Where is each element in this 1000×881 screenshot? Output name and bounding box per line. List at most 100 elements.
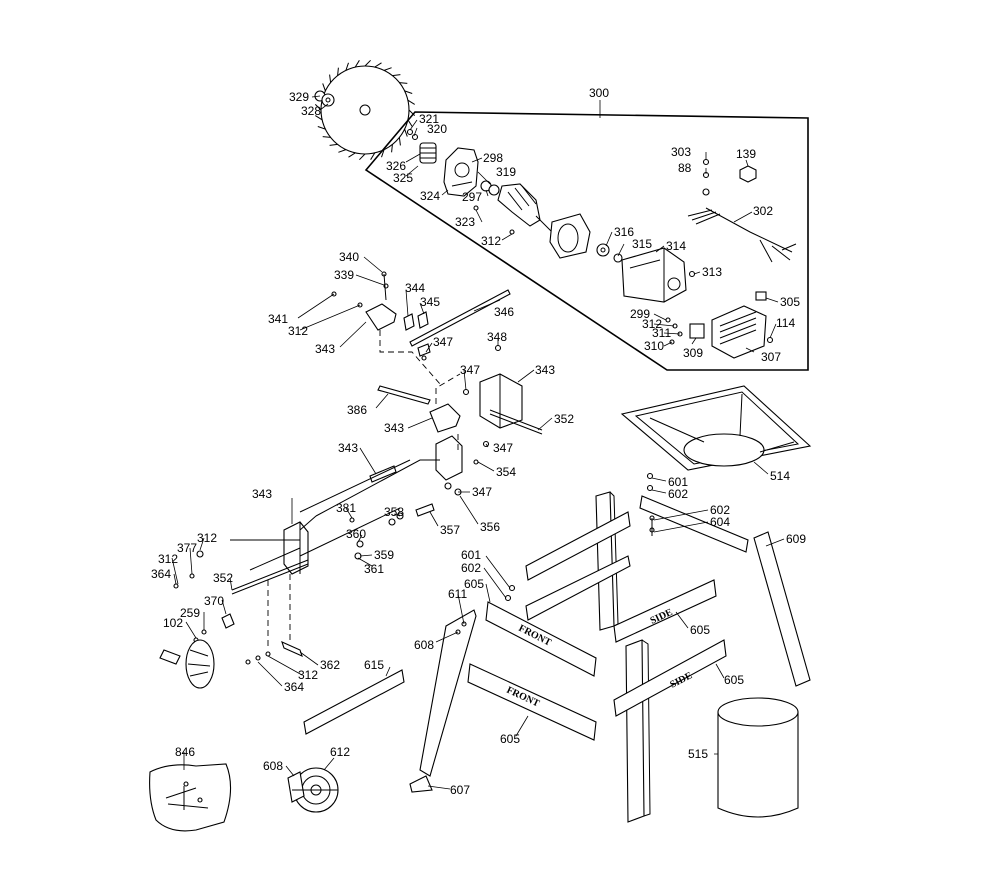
leg-609: [753, 531, 811, 687]
callout-364b: 364: [284, 680, 304, 694]
callout-346: 346: [494, 305, 514, 319]
gear-case: [443, 147, 479, 197]
callout-602a: 602: [668, 487, 688, 501]
wheel-612: [287, 767, 339, 813]
callout-362: 362: [320, 658, 340, 672]
clip-305: [755, 291, 767, 301]
callout-604: 604: [710, 515, 730, 529]
callout-357: 357: [440, 523, 460, 537]
callout-359: 359: [374, 548, 394, 562]
plate-343c: [429, 403, 461, 433]
power-cord-302: [687, 158, 797, 263]
callout-313: 313: [702, 265, 722, 279]
callout-303: 303: [671, 145, 691, 159]
rod-346: [409, 289, 511, 347]
leader-lines: [171, 95, 785, 790]
callout-612: 612: [330, 745, 350, 759]
bracket-354: [435, 435, 490, 481]
callout-608b: 608: [263, 759, 283, 773]
callout-386: 386: [347, 403, 367, 417]
callout-312e: 312: [158, 552, 178, 566]
callout-343d: 343: [338, 441, 358, 455]
callout-601b: 601: [461, 548, 481, 562]
bucket: [717, 697, 799, 818]
callout-323: 323: [455, 215, 475, 229]
callout-354: 354: [496, 465, 516, 479]
nut-139: [739, 165, 757, 183]
callout-605b: 605: [690, 623, 710, 637]
rail-upper-left: [525, 511, 631, 581]
callout-381: 381: [336, 501, 356, 515]
motor-assembly-outline: [364, 111, 809, 371]
callout-343c: 343: [384, 421, 404, 435]
bracket-lower-343: [283, 521, 309, 575]
callout-370: 370: [204, 594, 224, 608]
leg-rear-left: [595, 491, 619, 631]
callout-328: 328: [301, 104, 321, 118]
saw-blade: [314, 59, 416, 161]
washer-297: [480, 180, 500, 196]
callout-358: 358: [384, 505, 404, 519]
callout-312b: 312: [642, 317, 662, 331]
callout-339: 339: [334, 268, 354, 282]
bracket-upper-343: [462, 373, 523, 429]
bearing-316: [596, 243, 610, 257]
callout-343a: 343: [315, 342, 335, 356]
rod-352: [489, 409, 543, 435]
callout-347b: 347: [460, 363, 480, 377]
callout-316: 316: [614, 225, 634, 239]
leg-front-left-611: [419, 609, 477, 777]
field-stator: [549, 213, 591, 259]
screw-313: [688, 270, 696, 278]
foot-607: [409, 775, 433, 793]
callout-345: 345: [420, 295, 440, 309]
callout-321: 321: [419, 112, 439, 126]
callout-88: 88: [678, 161, 692, 175]
callout-608a: 608: [414, 638, 434, 652]
callout-514: 514: [770, 469, 790, 483]
callout-297: 297: [462, 190, 482, 204]
callout-344: 344: [405, 281, 425, 295]
callout-352a: 352: [554, 412, 574, 426]
crank-parts: [349, 482, 462, 560]
callout-315: 315: [632, 237, 652, 251]
connector-lines: [230, 459, 440, 571]
armature: [497, 183, 553, 233]
callout-310: 310: [644, 339, 664, 353]
rail-side-upper: SIDE: [613, 579, 717, 643]
callout-609: 609: [786, 532, 806, 546]
callout-139: 139: [736, 147, 756, 161]
callout-347c: 347: [493, 441, 513, 455]
callout-343b: 343: [535, 363, 555, 377]
callout-319: 319: [496, 165, 516, 179]
stand-hardware: [455, 472, 655, 635]
bracket-362: [245, 640, 303, 665]
callout-320: 320: [427, 122, 447, 136]
callout-311: 311: [652, 326, 671, 340]
callout-347d: 347: [472, 485, 492, 499]
callout-605c: 605: [724, 673, 744, 687]
callout-348: 348: [487, 330, 507, 344]
callout-360: 360: [346, 527, 366, 541]
callout-312a: 312: [481, 234, 501, 248]
callout-298: 298: [483, 151, 503, 165]
mount-plate-343: [331, 271, 397, 331]
callout-325: 325: [393, 171, 413, 185]
clip-347: [417, 343, 431, 361]
callout-611: 611: [448, 587, 467, 601]
callout-102: 102: [163, 616, 183, 630]
callout-labels: 329 328 300 321 320 326 325 298 319 297 …: [151, 86, 806, 797]
callout-312f: 312: [298, 668, 318, 682]
dust-chute: [620, 385, 812, 471]
callout-602c: 602: [461, 561, 481, 575]
callout-605a: 605: [464, 577, 484, 591]
callout-314: 314: [666, 239, 686, 253]
leg-front-right: [625, 639, 651, 823]
crank-shaft-352: [231, 559, 309, 595]
end-cover-307: [711, 305, 767, 359]
callout-300: 300: [589, 86, 609, 100]
callout-326: 326: [386, 159, 406, 173]
rail-upper-rear: [525, 555, 631, 621]
callout-114: 114: [776, 316, 795, 330]
